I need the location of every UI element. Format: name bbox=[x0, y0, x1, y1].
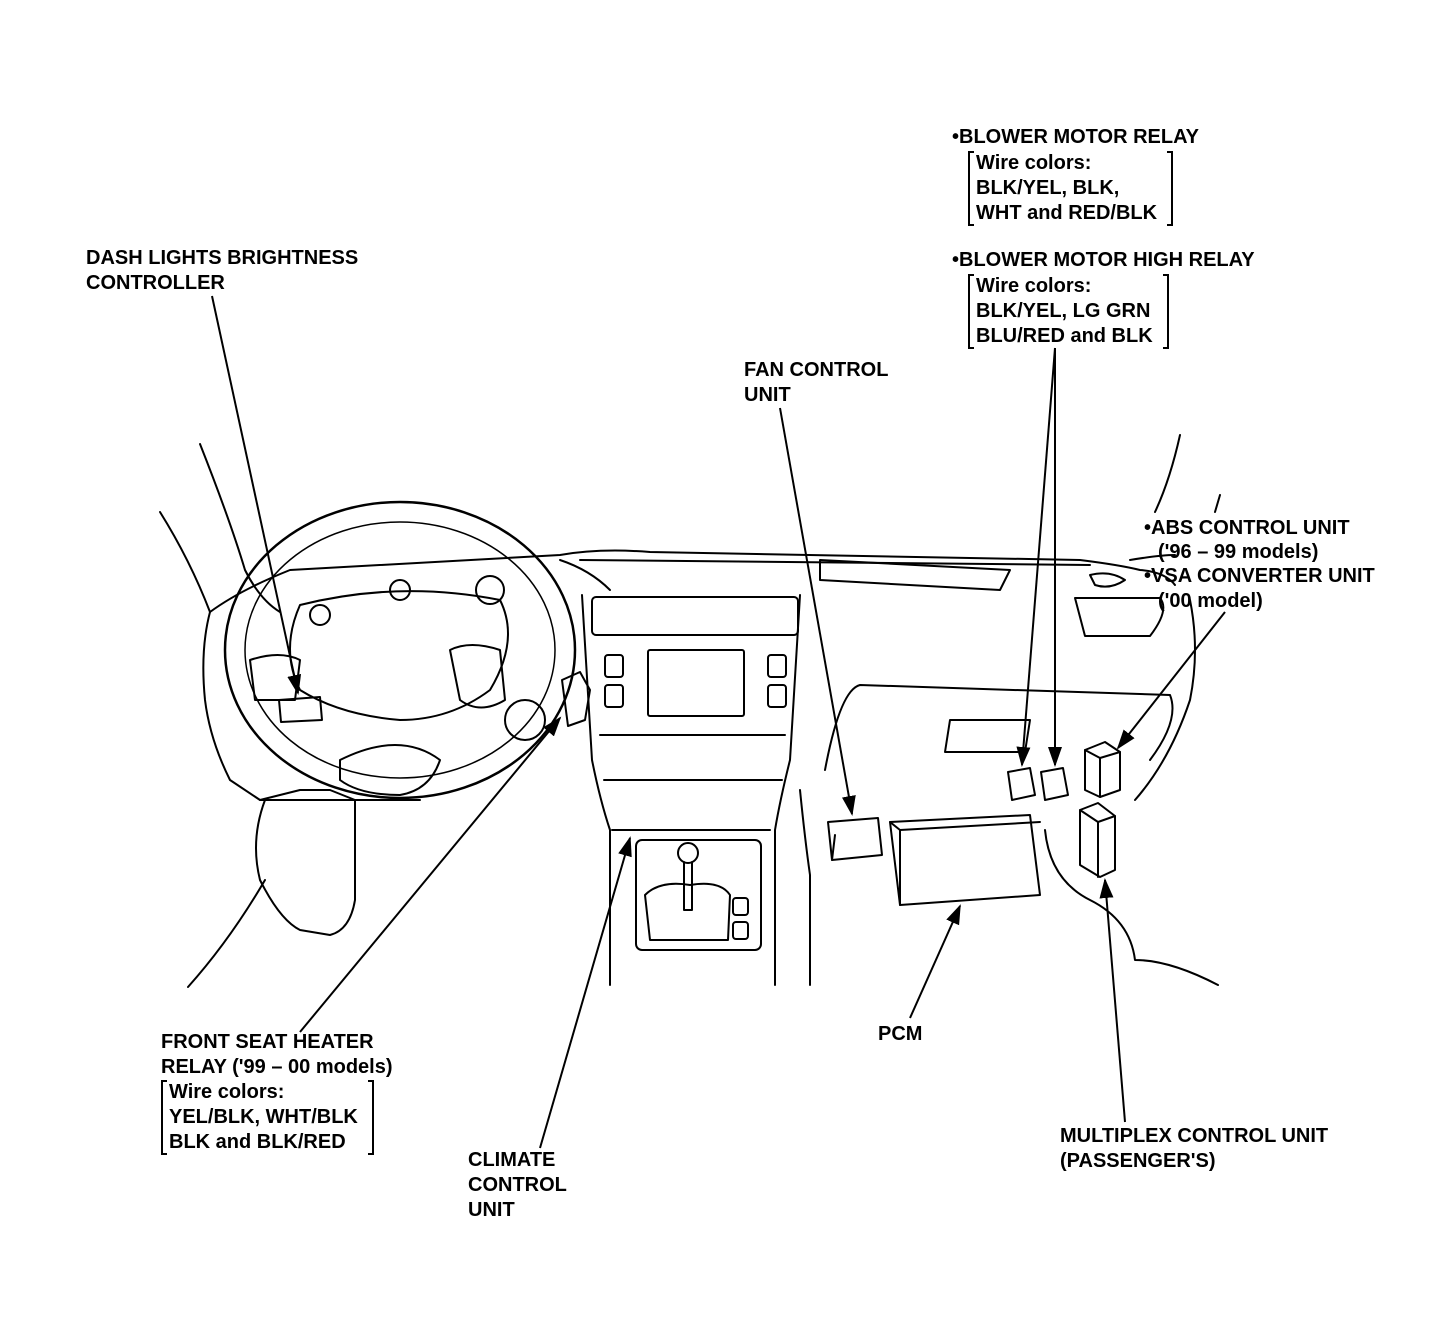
glovebox bbox=[824, 684, 1174, 771]
abs-models-label: ('96 – 99 models) bbox=[1158, 541, 1319, 563]
blower-motor-relay-label: BLOWER MOTOR RELAY bbox=[952, 125, 1199, 150]
dash-top-2 bbox=[559, 559, 611, 591]
arrow-abs bbox=[1116, 611, 1226, 750]
dash-left bbox=[202, 611, 421, 801]
left-a-pillar bbox=[159, 511, 211, 613]
blower-motor-high-relay-label: BLOWER MOTOR HIGH RELAY bbox=[952, 248, 1255, 273]
blower-motor-relay-wires: Wire colors: BLK/YEL, BLK, WHT and RED/B… bbox=[968, 151, 1174, 226]
left-a-pillar-inner bbox=[199, 443, 281, 613]
shifter-console bbox=[635, 839, 762, 951]
blower-motor-high-relay-wires: Wire colors: BLK/YEL, LG GRN BLU/RED and… bbox=[968, 274, 1169, 349]
multiplex-box bbox=[1079, 802, 1116, 878]
multiplex-label: MULTIPLEX CONTROL UNIT (PASSENGER'S) bbox=[1060, 1125, 1329, 1172]
right-a-pillar bbox=[1154, 434, 1181, 513]
climate-control-label: CLIMATE CONTROL UNIT bbox=[468, 1149, 567, 1221]
blower-relay-box bbox=[1007, 767, 1036, 801]
pcm-box bbox=[889, 814, 1041, 906]
display-screen bbox=[647, 649, 745, 717]
abs-box bbox=[1084, 741, 1121, 798]
vsa-converter-label: VSA CONVERTER UNIT bbox=[1144, 564, 1375, 589]
dash-lights-label: DASH LIGHTS BRIGHTNESS CONTROLLER bbox=[86, 247, 359, 294]
arrow-climate bbox=[539, 836, 632, 1149]
pcm-label: PCM bbox=[878, 1023, 923, 1045]
dash-lights-box bbox=[278, 696, 323, 723]
arrow-multiplex bbox=[1099, 878, 1126, 1123]
fan-control-label: FAN CONTROL UNIT bbox=[744, 359, 889, 406]
arrow-pcm bbox=[909, 904, 961, 1019]
fan-control-box bbox=[827, 817, 883, 861]
abs-control-label: ABS CONTROL UNIT bbox=[1144, 516, 1350, 541]
seat-heater-relay-box bbox=[561, 671, 591, 727]
arrow-fan-control bbox=[779, 407, 856, 816]
arrow-blower-1 bbox=[1016, 347, 1056, 767]
steering-wheel bbox=[223, 500, 577, 800]
front-seat-heater-wires: Wire colors: YEL/BLK, WHT/BLK BLK and BL… bbox=[161, 1080, 374, 1155]
vsa-models-label: ('00 model) bbox=[1158, 590, 1263, 612]
center-stack bbox=[581, 594, 611, 986]
arrow-seat-heater bbox=[299, 716, 562, 1033]
arrow-dash-lights bbox=[211, 295, 302, 695]
dash-top bbox=[209, 549, 1176, 613]
front-seat-heater-label: FRONT SEAT HEATER RELAY ('99 – 00 models… bbox=[161, 1031, 393, 1078]
